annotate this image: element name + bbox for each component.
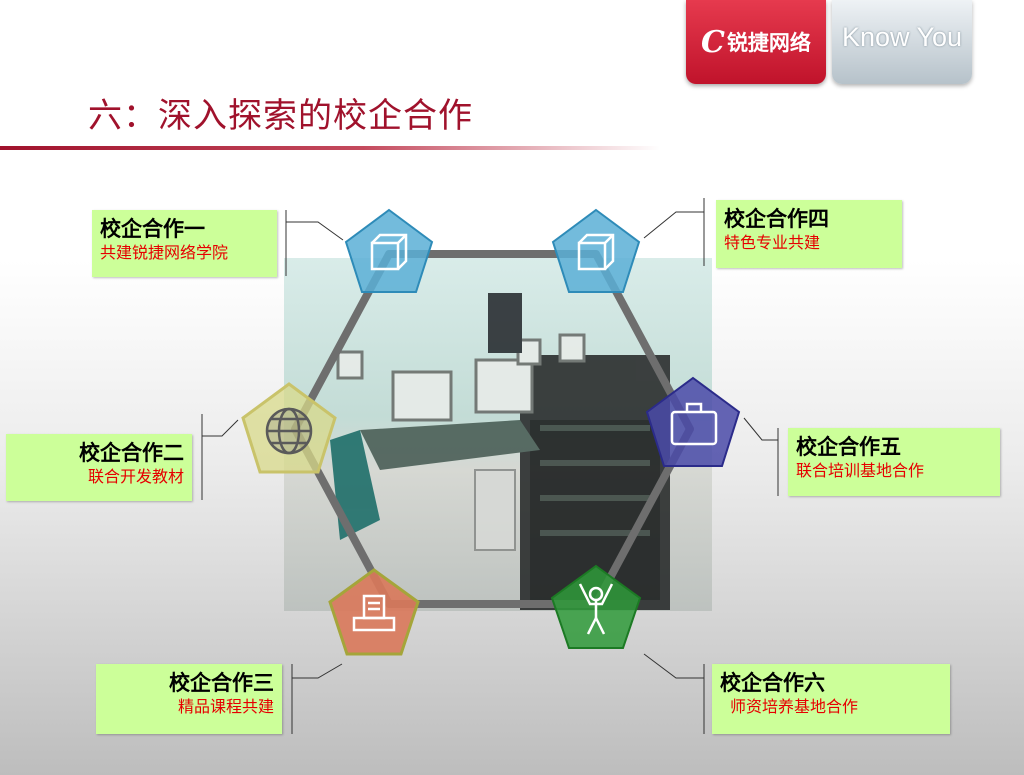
card-subtitle: 共建锐捷网络学院 bbox=[100, 243, 229, 262]
pentagon-globe-2 bbox=[241, 382, 337, 474]
card-title: 校企合作一 bbox=[100, 217, 205, 241]
card-cooperation-1: 校企合作一 共建锐捷网络学院 bbox=[92, 210, 277, 277]
card-title: 校企合作三 bbox=[169, 671, 274, 695]
logo-swoosh-icon: C bbox=[701, 24, 725, 60]
card-title: 校企合作四 bbox=[724, 207, 829, 231]
card-subtitle: 师资培养基地合作 bbox=[730, 697, 859, 716]
title-underline bbox=[0, 146, 660, 150]
pentagon-bag-5 bbox=[645, 376, 741, 467]
logo-text: 锐捷网络 bbox=[726, 31, 811, 55]
bag-icon bbox=[670, 402, 718, 446]
slide-title: 六：深入探索的校企合作 bbox=[88, 96, 473, 136]
card-cooperation-2: 校企合作二 联合开发教材 bbox=[6, 434, 192, 501]
slogan-text: Know You bbox=[841, 22, 963, 52]
card-subtitle: 联合培训基地合作 bbox=[796, 461, 925, 480]
card-cooperation-6: 校企合作六 师资培养基地合作 bbox=[712, 664, 950, 734]
card-title: 校企合作五 bbox=[796, 435, 901, 459]
cube-icon bbox=[370, 233, 408, 271]
printer-icon bbox=[352, 594, 396, 632]
globe-icon bbox=[265, 407, 313, 455]
card-cooperation-5: 校企合作五 联合培训基地合作 bbox=[788, 428, 1000, 496]
person-icon bbox=[578, 583, 614, 635]
card-subtitle: 精品课程共建 bbox=[177, 697, 274, 716]
pentagon-person-6 bbox=[550, 564, 642, 649]
pentagon-cube-1 bbox=[344, 208, 434, 293]
brand-logo: C 锐捷网络 bbox=[686, 0, 826, 84]
connector-lines bbox=[201, 198, 779, 734]
card-cooperation-3: 校企合作三 精品课程共建 bbox=[96, 664, 282, 734]
card-subtitle: 联合开发教材 bbox=[87, 467, 184, 486]
card-subtitle: 特色专业共建 bbox=[724, 233, 821, 252]
pentagon-cube-4 bbox=[551, 208, 641, 293]
card-cooperation-4: 校企合作四 特色专业共建 bbox=[716, 200, 902, 268]
slogan-badge: Know You bbox=[832, 0, 972, 84]
card-title: 校企合作六 bbox=[720, 671, 825, 695]
cube-icon bbox=[577, 233, 615, 271]
pentagon-printer-3 bbox=[328, 568, 420, 656]
card-title: 校企合作二 bbox=[79, 441, 184, 465]
